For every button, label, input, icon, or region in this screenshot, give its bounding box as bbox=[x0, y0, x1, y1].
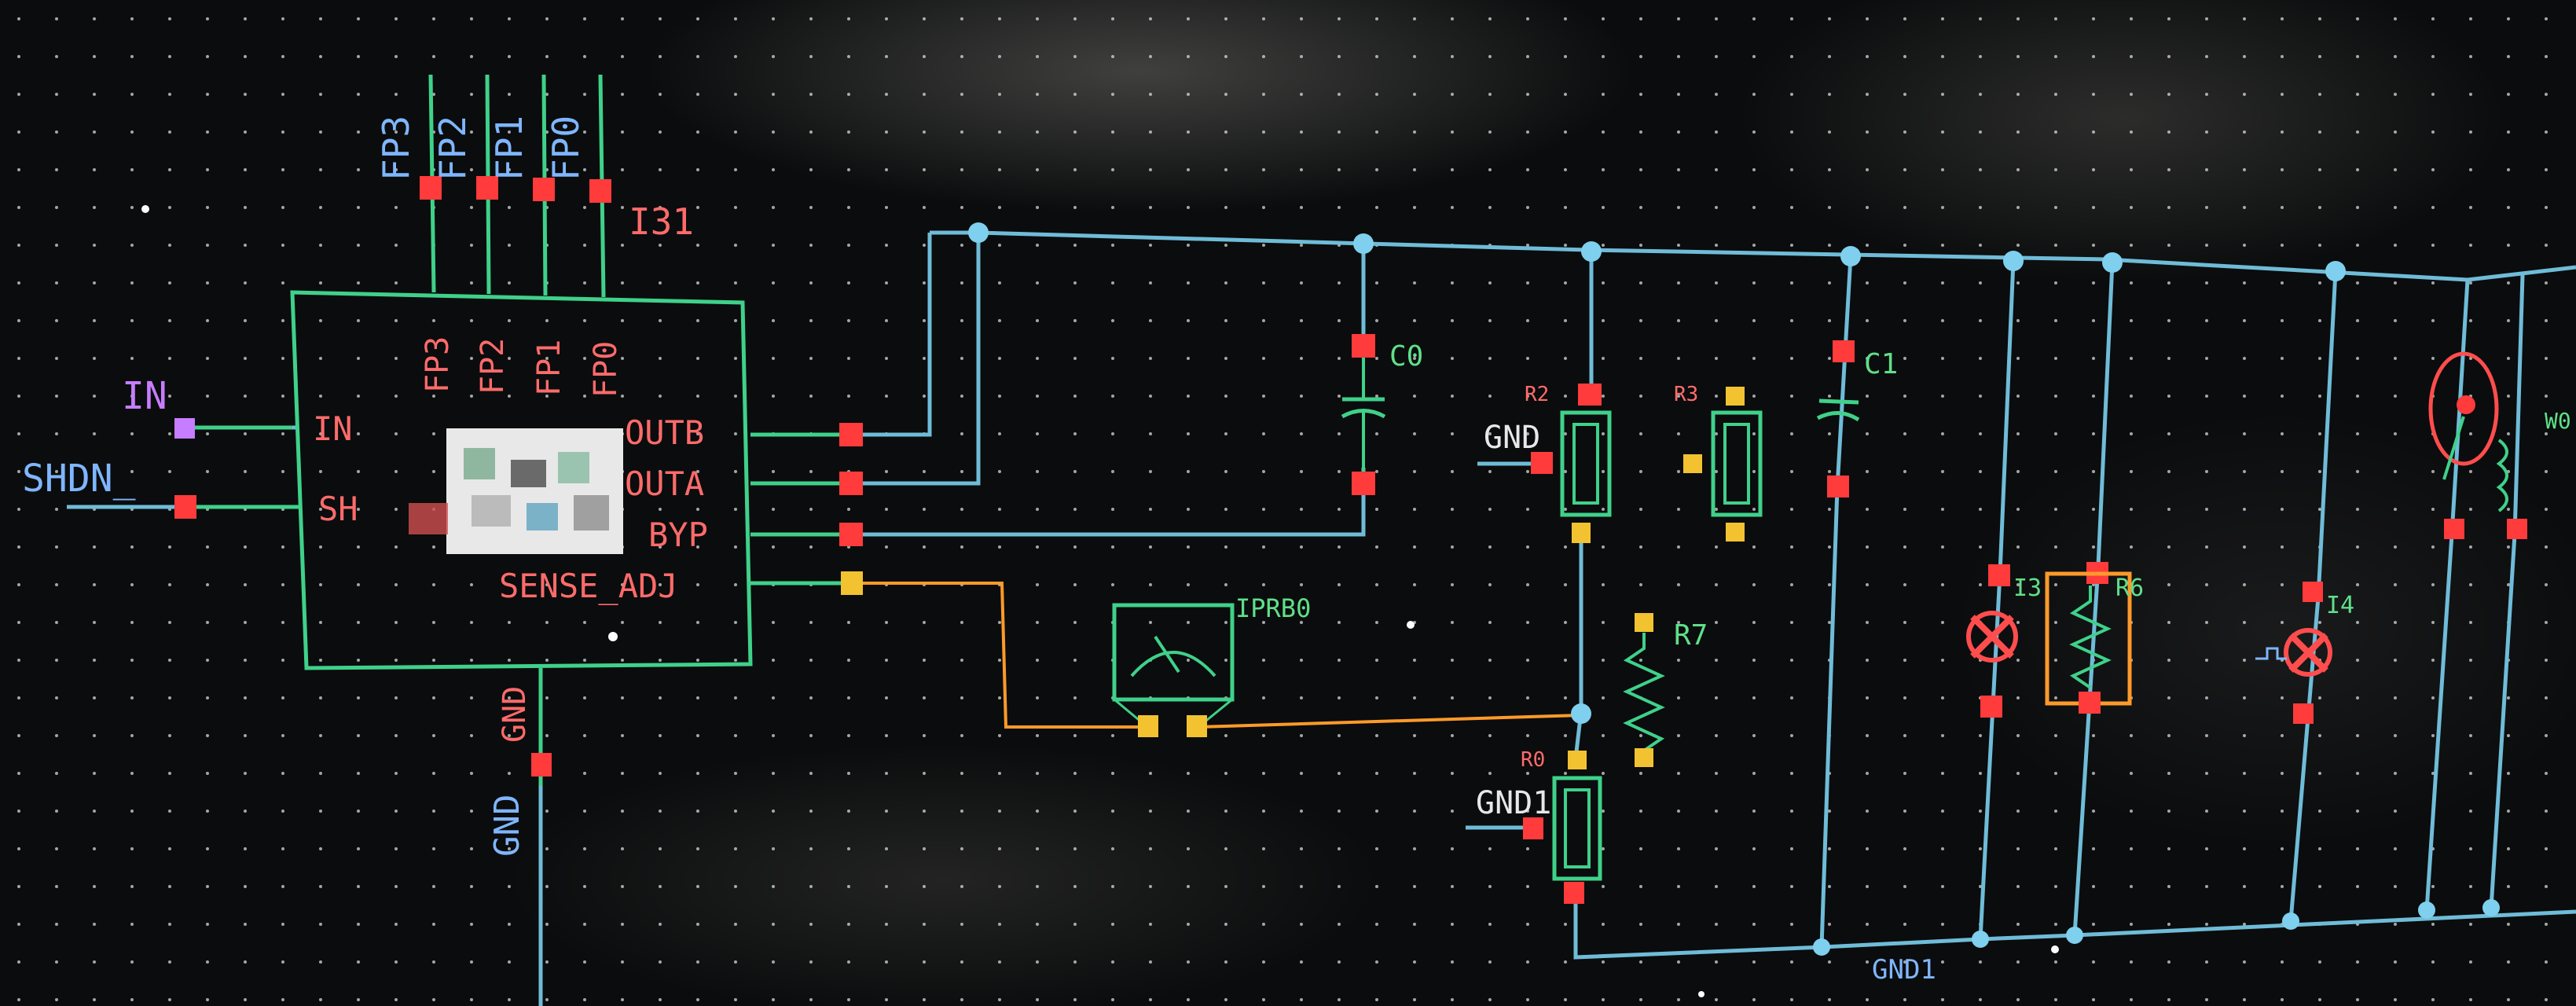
resistor-r2[interactable]: R2 GND bbox=[1484, 383, 1612, 543]
in-pin[interactable] bbox=[174, 418, 195, 439]
sense-adj-pin[interactable] bbox=[841, 571, 863, 595]
sense-adj-wire[interactable] bbox=[853, 582, 1147, 729]
probe-out-wire[interactable] bbox=[1198, 714, 1582, 729]
c1-label: C1 bbox=[1864, 348, 1898, 380]
r3-label: R3 bbox=[1674, 383, 1698, 406]
bus-stubs bbox=[195, 74, 853, 786]
r6-label: R6 bbox=[2115, 575, 2144, 602]
bus-label-fp0: FP0 bbox=[545, 116, 587, 181]
ic-pin-label-sh: SH bbox=[318, 490, 358, 528]
inner-label-fp2: FP2 bbox=[475, 338, 511, 395]
source-i4[interactable]: I4 bbox=[2255, 582, 2354, 724]
bus-label-fp1: FP1 bbox=[488, 116, 530, 181]
inner-bus-labels: FP3 FP2 FP1 FP0 bbox=[420, 336, 624, 398]
capacitor-c1[interactable]: C1 bbox=[1816, 340, 1898, 497]
r2-gnd-label: GND bbox=[1484, 420, 1540, 456]
obscured-patch bbox=[446, 428, 623, 554]
ic-pin-label-outb: OUTB bbox=[625, 413, 704, 452]
resistor-r3[interactable]: R3 bbox=[1674, 383, 1763, 542]
source-i3[interactable]: I3 bbox=[1966, 564, 2042, 718]
bus-instance-label: I31 bbox=[629, 200, 694, 243]
ext-pin-label-shdn: SHDN_ bbox=[22, 457, 136, 501]
resistor-r7[interactable]: R7 bbox=[1623, 613, 1708, 767]
gnd-net-label: GND bbox=[487, 795, 527, 857]
junctions bbox=[968, 222, 2500, 956]
ic-pins[interactable] bbox=[174, 176, 863, 777]
resistor-r0[interactable]: R0 GND1 bbox=[1476, 748, 1602, 904]
obscured-pixels bbox=[409, 448, 609, 534]
inner-label-fp1: FP1 bbox=[531, 340, 567, 396]
resistor-r6[interactable]: R6 bbox=[2045, 562, 2144, 714]
gnd-rail-wire[interactable] bbox=[1573, 892, 2576, 960]
r2-label: R2 bbox=[1525, 383, 1549, 406]
ic-pin-label-byp: BYP bbox=[648, 516, 708, 554]
r0-label: R0 bbox=[1521, 748, 1545, 772]
top-bus-labels: FP3 FP2 FP1 FP0 bbox=[375, 116, 587, 181]
i3-label: I3 bbox=[2013, 575, 2042, 602]
ic-pin-labels: IN SH OUTB OUTA BYP SENSE_ADJ bbox=[313, 409, 708, 605]
specks bbox=[141, 205, 2059, 997]
gnd-bus-label: GND1 bbox=[1872, 954, 1936, 986]
probe-iprb0[interactable]: IPRB0 bbox=[1112, 593, 1311, 737]
i4-label: I4 bbox=[2326, 592, 2354, 619]
bus-label-fp3: FP3 bbox=[375, 116, 417, 181]
inner-label-fp0: FP0 bbox=[588, 341, 624, 398]
ic-pin-label-outa: OUTA bbox=[625, 464, 704, 503]
c0-label: C0 bbox=[1389, 340, 1423, 373]
r7-label: R7 bbox=[1674, 619, 1708, 652]
analog-wires[interactable] bbox=[853, 582, 1582, 729]
r0-gnd-label: GND1 bbox=[1476, 785, 1551, 821]
ic-pin-label-in: IN bbox=[313, 409, 353, 448]
inner-label-fp3: FP3 bbox=[420, 336, 456, 393]
switch-w0[interactable]: W0 bbox=[2428, 351, 2571, 539]
capacitor-c0[interactable]: C0 bbox=[1341, 334, 1423, 495]
ic-pin-label-gnd: GND bbox=[497, 686, 533, 743]
bus-label-fp2: FP2 bbox=[431, 116, 474, 181]
ic-pin-label-sense-adj: SENSE_ADJ bbox=[499, 567, 678, 605]
probe-label: IPRB0 bbox=[1235, 593, 1311, 623]
ic-block[interactable] bbox=[174, 74, 863, 786]
ic-outline[interactable] bbox=[290, 290, 753, 670]
ext-pin-label-in: IN bbox=[122, 374, 167, 418]
w0-label: W0 bbox=[2545, 408, 2571, 434]
